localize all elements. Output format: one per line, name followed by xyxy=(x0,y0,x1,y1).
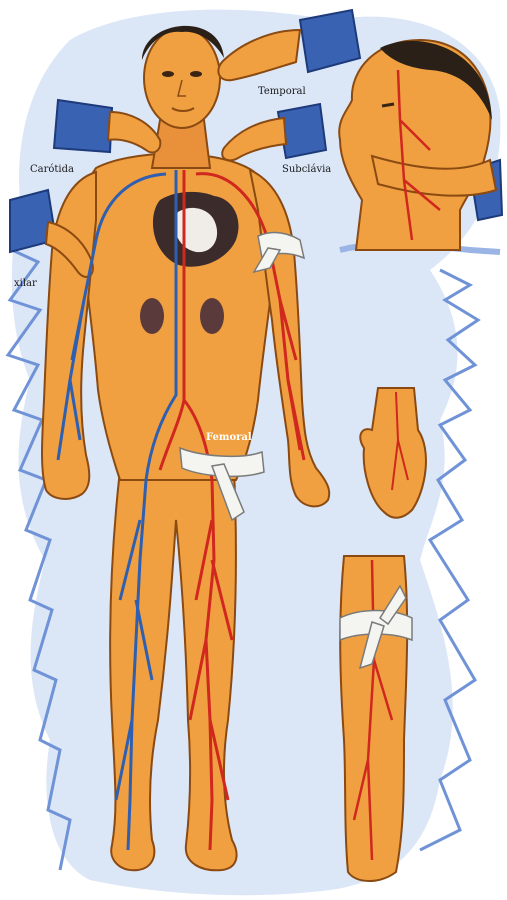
label-femoral: Femoral xyxy=(206,432,252,443)
label-temporal: Temporal xyxy=(258,86,306,97)
label-carotida: Carótida xyxy=(30,164,74,175)
lower-leg-inset xyxy=(340,556,412,881)
label-axilar: xilar xyxy=(14,278,37,289)
label-subclavia: Subclávia xyxy=(282,164,331,175)
